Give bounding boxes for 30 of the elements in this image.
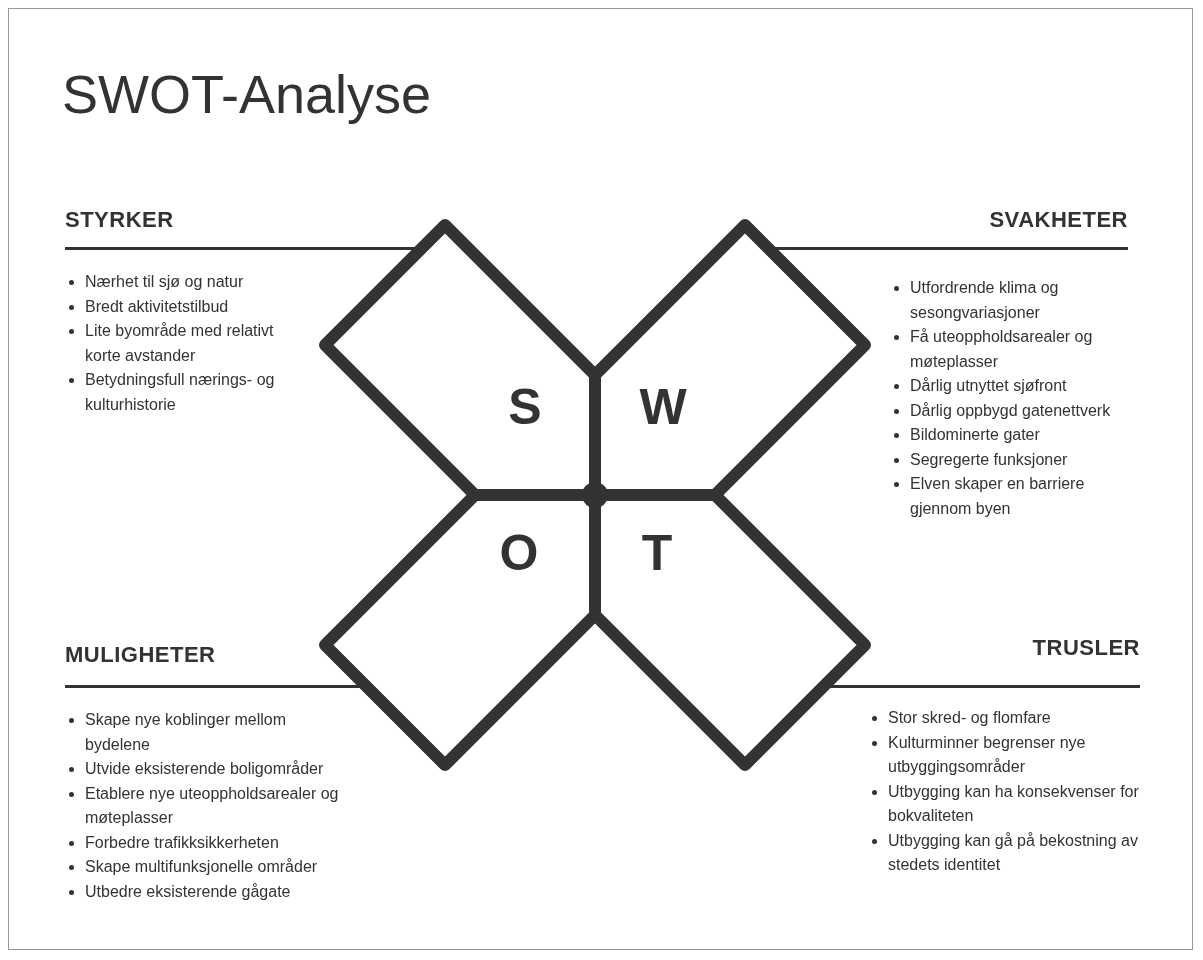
bullet-text: Bredt aktivitetstilbud bbox=[85, 297, 229, 315]
bullet-text: Utbygging kan gå på bekostning av stedets identitet bbox=[888, 831, 1138, 873]
bullet-text: Få uteoppholdsarealer og møteplasser bbox=[910, 328, 1093, 370]
bullet-text: Bildominerte gater bbox=[910, 426, 1040, 443]
diagram-title: SWOT-Analyse bbox=[62, 63, 432, 126]
bullet-text: Nærhet til sjø og natur bbox=[85, 273, 244, 290]
quadrant-letter: W bbox=[639, 379, 687, 435]
bullet-text: Lite byområde med relativt korte avstander bbox=[85, 322, 274, 364]
bullet-text: Betydningsfull nærings- og kulturhistorie bbox=[85, 371, 275, 413]
bullet-text: Forbedre trafikksikkerheten bbox=[85, 833, 279, 851]
bullet-text: Utbedre eksisterende gågate bbox=[85, 882, 291, 900]
bullet-text: Skape multifunksjonelle områder bbox=[85, 858, 318, 875]
quadrant-letter: T bbox=[641, 525, 673, 581]
section-heading: MULIGHETER bbox=[65, 641, 216, 669]
bullet-text: Utvide eksisterende boligområder bbox=[85, 760, 324, 777]
bullet-text: Segregerte funksjoner bbox=[910, 450, 1068, 468]
quadrant-letter: O bbox=[499, 525, 539, 581]
section-heading: TRUSLER bbox=[1032, 634, 1140, 662]
quadrant-letter: S bbox=[508, 379, 542, 435]
bullet-text: Stor skred- og flomfare bbox=[888, 709, 1051, 726]
bullet-text: Etablere nye uteoppholdsarealer og møteplasser bbox=[85, 784, 339, 826]
bullet-text: Dårlig oppbygd gatenettverk bbox=[910, 401, 1111, 419]
bullet-text: Utbygging kan ha konsekvenser for bokvaliteten bbox=[888, 782, 1139, 824]
bullet-text: Dårlig utnyttet sjøfront bbox=[910, 377, 1067, 394]
bullet-text: Skape nye koblinger mellom bydelene bbox=[85, 711, 286, 753]
bullet-text: Kulturminner begrenser nye utbyggingsområder bbox=[888, 733, 1086, 775]
bullet-text: Utfordrende klima og sesongvariasjoner bbox=[910, 279, 1059, 321]
bullet-text: Elven skaper en barriere gjennom byen bbox=[910, 475, 1085, 517]
section-heading: STYRKER bbox=[65, 206, 174, 234]
section-heading: SVAKHETER bbox=[989, 206, 1128, 234]
